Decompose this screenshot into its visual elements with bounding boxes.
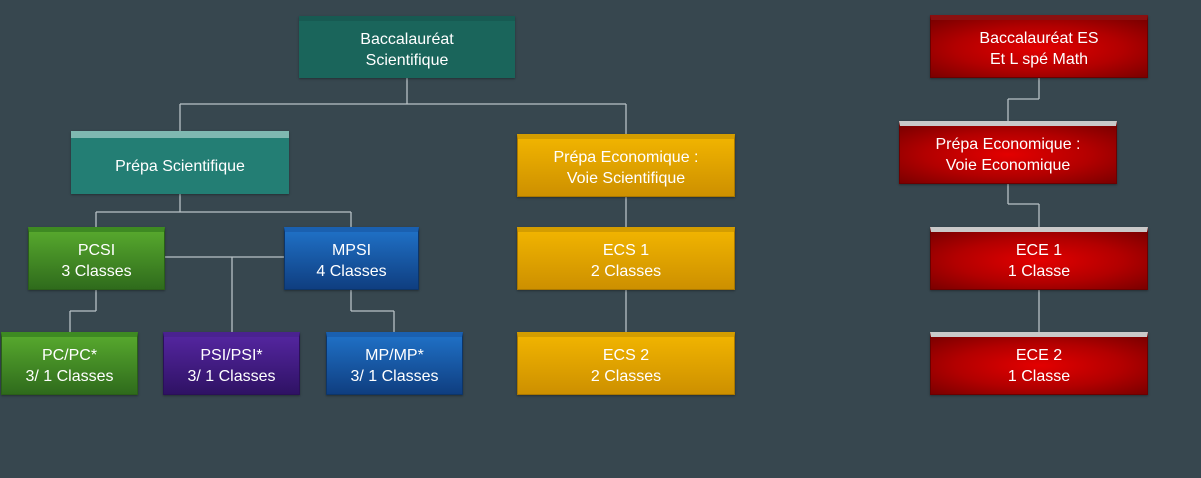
node-label: 3/ 1 Classes [25, 367, 114, 385]
node-label: 2 Classes [590, 262, 662, 280]
node-prepa-scientifique: Prépa Scientifique [71, 131, 289, 194]
node-label: Voie Economique [945, 156, 1071, 174]
node-label: Prépa Economique : [553, 148, 699, 166]
node-label: Prépa Economique : [935, 135, 1081, 153]
node-ece2: ECE 2 1 Classe [930, 332, 1148, 395]
node-label: 3 Classes [61, 262, 132, 280]
node-bac-es: Baccalauréat ES Et L spé Math [930, 15, 1148, 78]
node-label: ECS 1 [602, 241, 650, 259]
node-label: 3/ 1 Classes [187, 367, 276, 385]
node-mp: MP/MP* 3/ 1 Classes [326, 332, 463, 395]
node-label: MP/MP* [365, 346, 424, 364]
node-label: PSI/PSI* [200, 346, 263, 364]
node-label: 3/ 1 Classes [350, 367, 439, 385]
node-label: PC/PC* [41, 346, 98, 364]
node-label: 2 Classes [590, 367, 662, 385]
node-label: Baccalauréat [360, 30, 454, 48]
node-ecs1: ECS 1 2 Classes [517, 227, 735, 290]
node-label: MPSI [331, 241, 372, 259]
node-label: 1 Classe [1007, 367, 1071, 385]
node-label: 4 Classes [316, 262, 387, 280]
node-label: Voie Scientifique [566, 169, 686, 187]
node-bac-s: Baccalauréat Scientifique [299, 16, 515, 78]
node-pc: PC/PC* 3/ 1 Classes [1, 332, 138, 395]
node-label: Baccalauréat ES [979, 29, 1099, 47]
node-label: 1 Classe [1007, 262, 1071, 280]
node-prepa-eco-scientifique: Prépa Economique : Voie Scientifique [517, 134, 735, 197]
node-label: Prépa Scientifique [115, 157, 245, 175]
node-label: Et L spé Math [989, 50, 1089, 68]
node-label: ECS 2 [602, 346, 650, 364]
node-prepa-eco-economique: Prépa Economique : Voie Economique [899, 121, 1117, 184]
node-label: ECE 1 [1015, 241, 1063, 259]
node-pcsi: PCSI 3 Classes [28, 227, 165, 290]
node-psi: PSI/PSI* 3/ 1 Classes [163, 332, 300, 395]
node-label: PCSI [77, 241, 116, 259]
node-label: Scientifique [365, 51, 449, 69]
node-mpsi: MPSI 4 Classes [284, 227, 419, 290]
node-label: ECE 2 [1015, 346, 1063, 364]
node-ecs2: ECS 2 2 Classes [517, 332, 735, 395]
node-ece1: ECE 1 1 Classe [930, 227, 1148, 290]
